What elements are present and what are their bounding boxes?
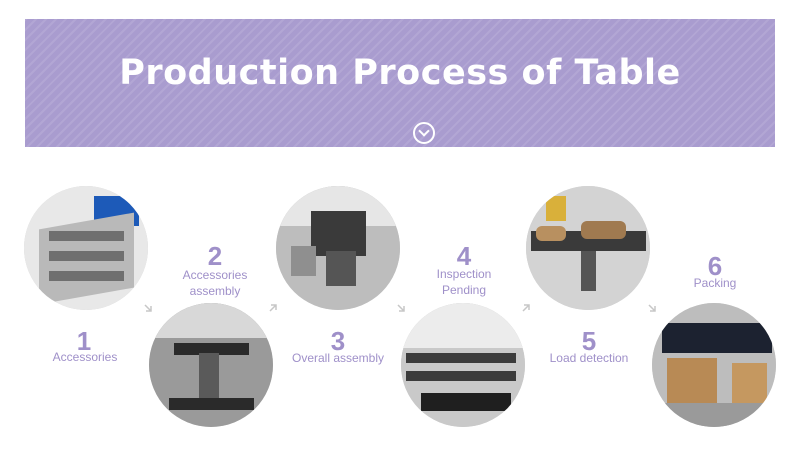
step-5-number: 5 [581,326,597,356]
step-1-photo [24,186,148,310]
step-1-label: Accessories [52,350,118,364]
step-2-photo [149,303,273,427]
header-banner: Production Process of Table [25,19,775,147]
step-1-number: 1 [76,326,92,356]
step-4-label-line1: Inspection [436,267,492,281]
step-3-number: 3 [330,326,346,356]
step-6-number: 6 [707,251,723,281]
step-4-photo [401,303,525,427]
step-2-label-line1: Accessories [182,268,248,282]
step-3-label: Overall assembly [291,351,385,365]
page-title: Production Process of Table [119,53,681,93]
step-6-photo [652,303,776,427]
chevron-down-circle-icon [413,122,435,144]
step-5-label: Load detection [549,351,629,365]
step-4-number: 4 [456,241,472,271]
step-3-photo [276,186,400,310]
step-2-number: 2 [207,241,223,271]
step-5-photo [526,186,650,310]
step-2-label-line2: assembly [189,284,241,298]
step-6-label: Packing [693,276,737,290]
step-4-label-line2: Pending [441,283,487,297]
